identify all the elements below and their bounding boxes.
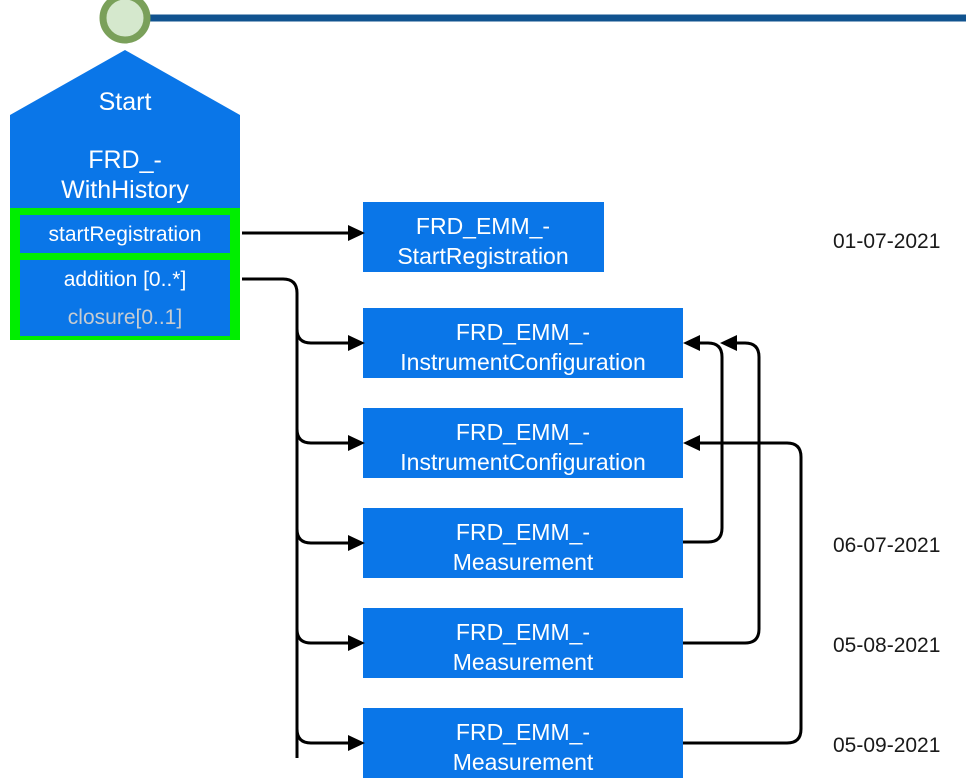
connector-measurement-2-to-instrument-configuration-1-arrowhead <box>720 335 737 351</box>
event-node-measurement-1[interactable]: FRD_EMM_- Measurement <box>363 508 683 578</box>
header-lifeline <box>99 0 966 44</box>
connector-addition-to-measurement-3-arrowhead <box>348 735 365 751</box>
event-node-measurement-2-body <box>363 608 683 678</box>
event-node-start-registration-line2: StartRegistration <box>397 243 568 269</box>
connector-addition-to-measurement-3 <box>295 728 365 751</box>
start-node-name-line1: FRD_- <box>88 146 162 174</box>
connector-measurement-1-to-instrument-configuration-1 <box>683 335 724 544</box>
connector-addition-to-instrument-configuration-1-arrowhead <box>348 335 365 351</box>
connector-addition-to-instrument-configuration-1-path <box>295 328 348 345</box>
connector-addition-trunk-path <box>242 277 299 758</box>
event-node-measurement-3-body <box>363 708 683 778</box>
connector-addition-to-instrument-configuration-2 <box>295 428 365 451</box>
start-node-stereotype: Start <box>99 88 152 116</box>
event-node-measurement-2-line1: FRD_EMM_- <box>456 619 590 645</box>
start-node-name-line2: WithHistory <box>61 176 189 204</box>
connector-addition-to-instrument-configuration-2-path <box>295 428 348 445</box>
date-label-start-registration: 01-07-2021 <box>833 230 940 253</box>
connector-measurement-1-to-instrument-configuration-1-arrowhead <box>683 335 700 351</box>
connector-measurement-3-to-instrument-configuration-2-arrowhead <box>683 435 700 451</box>
connector-addition-to-measurement-2-path <box>295 628 348 645</box>
date-label-measurement-2: 05-08-2021 <box>833 634 940 657</box>
event-node-instrument-configuration-1-line1: FRD_EMM_- <box>456 319 590 345</box>
connector-addition-to-measurement-3-path <box>295 728 348 745</box>
event-node-measurement-1-body <box>363 508 683 578</box>
event-node-measurement-3-line1: FRD_EMM_- <box>456 719 590 745</box>
event-node-measurement-3-line2: Measurement <box>453 749 594 775</box>
connector-addition-to-measurement-1 <box>295 528 365 551</box>
lifeline-start-circle[interactable] <box>99 0 151 44</box>
date-label-measurement-1: 06-07-2021 <box>833 534 940 557</box>
event-node-instrument-configuration-1[interactable]: FRD_EMM_- InstrumentConfiguration <box>363 308 683 378</box>
start-node[interactable]: Start FRD_- WithHistory startRegistratio… <box>10 50 240 340</box>
compartment-startregistration[interactable] <box>20 215 230 253</box>
start-node-body <box>10 50 240 208</box>
connector-addition-to-measurement-1-arrowhead <box>348 535 365 551</box>
event-node-instrument-configuration-2-body <box>363 408 683 478</box>
compartment-startregistration-label: startRegistration <box>49 223 202 246</box>
event-node-instrument-configuration-1-body <box>363 308 683 378</box>
compartment-addition[interactable] <box>20 260 230 298</box>
connector-startregistration <box>242 225 365 241</box>
event-node-start-registration-body <box>363 202 604 272</box>
event-node-instrument-configuration-1-line2: InstrumentConfiguration <box>400 349 645 375</box>
event-node-instrument-configuration-2[interactable]: FRD_EMM_- InstrumentConfiguration <box>363 408 683 478</box>
connector-addition-to-instrument-configuration-2-arrowhead <box>348 435 365 451</box>
compartment-closure-label: closure[0..1] <box>68 306 182 329</box>
event-node-measurement-2[interactable]: FRD_EMM_- Measurement <box>363 608 683 678</box>
connector-measurement-3-to-instrument-configuration-2 <box>683 435 803 745</box>
connector-startregistration-arrowhead <box>348 225 365 241</box>
connector-measurement-2-to-instrument-configuration-1 <box>683 335 761 645</box>
connector-addition-to-measurement-1-path <box>295 528 348 545</box>
event-node-instrument-configuration-2-line1: FRD_EMM_- <box>456 419 590 445</box>
event-node-start-registration[interactable]: FRD_EMM_- StartRegistration <box>363 202 604 272</box>
event-node-measurement-1-line2: Measurement <box>453 549 594 575</box>
connector-addition-to-measurement-2 <box>295 628 365 651</box>
compartment-addition-label: addition [0..*] <box>64 268 187 291</box>
event-node-start-registration-line1: FRD_EMM_- <box>416 213 550 239</box>
connector-addition-trunk <box>242 277 299 758</box>
event-node-instrument-configuration-2-line2: InstrumentConfiguration <box>400 449 645 475</box>
event-node-measurement-1-line1: FRD_EMM_- <box>456 519 590 545</box>
connector-addition-to-instrument-configuration-1 <box>295 328 365 351</box>
connector-measurement-2-to-instrument-configuration-1-path <box>683 341 761 645</box>
event-node-measurement-3[interactable]: FRD_EMM_- Measurement <box>363 708 683 778</box>
compartment-closure[interactable] <box>20 298 230 336</box>
date-label-measurement-3: 05-09-2021 <box>833 734 940 757</box>
event-node-measurement-2-line2: Measurement <box>453 649 594 675</box>
connector-addition-to-measurement-2-arrowhead <box>348 635 365 651</box>
connector-measurement-3-to-instrument-configuration-2-path <box>683 441 803 745</box>
